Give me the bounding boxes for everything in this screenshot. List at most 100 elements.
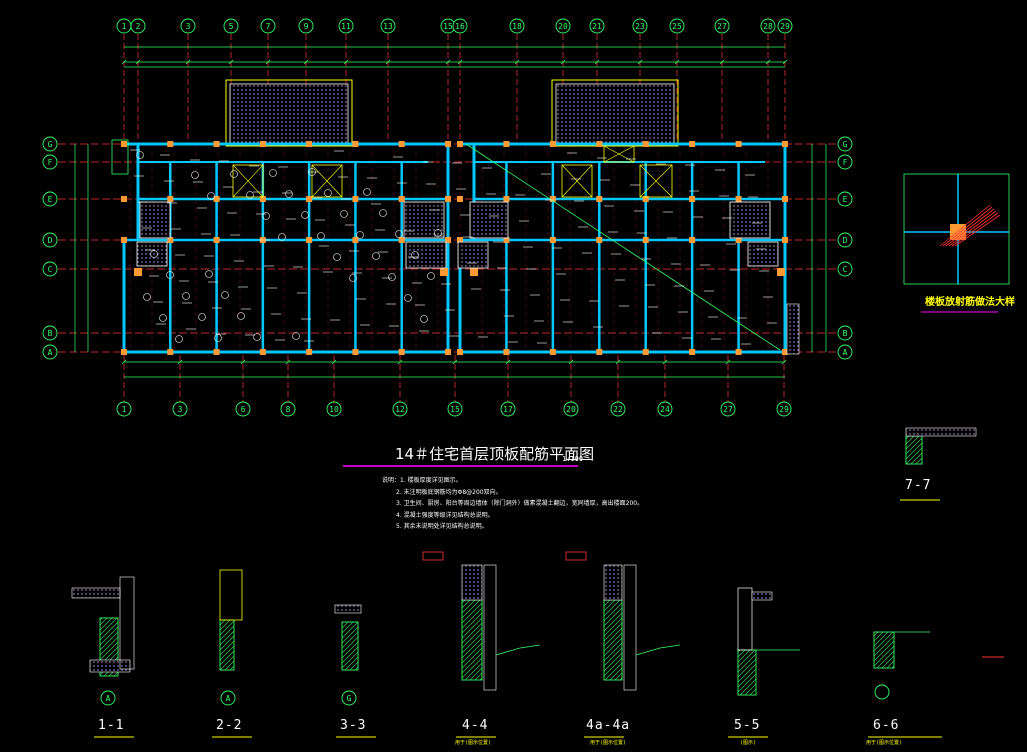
column <box>121 196 127 202</box>
shaft <box>311 164 343 198</box>
axis-bubble-top: 1 <box>122 22 127 31</box>
note-line: 4. 混凝土强度等级详见结构总说明。 <box>396 511 494 519</box>
slab-tag <box>349 274 357 282</box>
section-label: 6-6 <box>873 718 900 733</box>
axis-bubble-left: E <box>48 195 53 204</box>
column <box>352 196 359 202</box>
section-axis-bubble-circle <box>220 690 236 706</box>
dimension-tick <box>397 359 403 365</box>
axis-bubble-bottom: 20 <box>566 405 576 414</box>
axis-bubble-top-circle <box>380 18 396 34</box>
column <box>457 196 463 202</box>
column <box>167 196 174 202</box>
slab-tag <box>237 312 245 320</box>
section-slab <box>334 604 362 614</box>
axis-bubble-bottom: 22 <box>613 405 623 414</box>
column <box>503 141 510 147</box>
axis-bubble-right-circle <box>837 154 853 170</box>
shaft <box>561 164 593 198</box>
detail-rebar <box>948 210 997 247</box>
dimension-tick <box>782 59 788 65</box>
axis-bubble-left: D <box>48 236 53 245</box>
slab-tag <box>246 191 254 199</box>
axis-bubble-left-circle <box>42 136 58 152</box>
axis-bubble-right-circle <box>837 344 853 360</box>
dimension-tick <box>719 59 725 65</box>
column <box>782 196 788 202</box>
column <box>398 349 405 355</box>
dimension-tick <box>765 59 771 65</box>
axis-bubble-bottom-circle <box>172 401 188 417</box>
slab-tag <box>395 230 403 238</box>
column <box>689 141 696 147</box>
column <box>596 196 603 202</box>
slab-tag <box>166 271 174 279</box>
axis-bubble-bottom-circle <box>392 401 408 417</box>
dimension-tick <box>725 359 731 365</box>
detail-rebar <box>945 208 995 247</box>
section-slab <box>905 427 977 437</box>
detail-frame <box>903 173 1010 285</box>
axis-bubble-left-circle <box>42 261 58 277</box>
axis-bubble-left-circle <box>42 344 58 360</box>
note-line: 5. 其余未说明处详见结构总说明。 <box>396 523 488 530</box>
axis-bubble-bottom-circle <box>447 401 463 417</box>
column <box>398 196 405 202</box>
slab-tag <box>150 250 158 258</box>
column <box>596 237 603 243</box>
axis-bubble-top-circle <box>760 18 776 34</box>
shaft-cross <box>232 164 264 198</box>
slab-tag <box>262 212 270 220</box>
floor-plan <box>111 79 800 467</box>
dimension-tick <box>457 59 463 65</box>
column <box>457 141 463 147</box>
column <box>213 237 220 243</box>
slab-tag <box>340 210 348 218</box>
detail-rebar <box>939 204 991 247</box>
column <box>445 237 451 243</box>
slab-tag <box>404 294 412 302</box>
shaft <box>603 145 635 163</box>
axis-bubble-top: 21 <box>592 22 602 31</box>
slab-tag <box>175 335 183 343</box>
column <box>352 349 359 355</box>
edge-detail <box>111 139 129 175</box>
section-slab <box>89 659 131 673</box>
axis-bubble-top: 27 <box>717 22 727 31</box>
hatched-slab <box>457 241 489 269</box>
axis-bubble-top-circle <box>632 18 648 34</box>
axis-bubble-bottom-circle <box>776 401 792 417</box>
dimension-tick <box>637 59 643 65</box>
detail-title: 楼板放射筋做法大样 <box>925 297 1015 308</box>
dimension-tick <box>452 359 458 365</box>
column <box>457 349 463 355</box>
section-label: 4a-4a <box>586 718 631 733</box>
column <box>735 237 742 243</box>
axis-bubble-top-circle <box>338 18 354 34</box>
column <box>549 237 556 243</box>
section-axis-bubble: G <box>347 694 352 703</box>
axis-bubble-top: 5 <box>229 22 234 31</box>
axis-bubble-right: B <box>843 329 848 338</box>
axis-bubble-bottom: 1 <box>122 405 127 414</box>
axis-bubble-left: G <box>48 140 53 149</box>
dimension-tick <box>560 59 566 65</box>
axis-bubble-left: F <box>48 158 53 167</box>
column <box>445 349 451 355</box>
axis-bubble-top-circle <box>589 18 605 34</box>
column <box>306 349 313 355</box>
axis-bubble-top: 9 <box>304 22 309 31</box>
axis-bubble-top-circle <box>260 18 276 34</box>
column <box>549 349 556 355</box>
dimension-tick <box>594 59 600 65</box>
axis-bubble-right: C <box>843 265 848 274</box>
hatched-slab <box>555 83 675 145</box>
axis-bubble-right-circle <box>837 232 853 248</box>
axis-bubble-bottom: 17 <box>503 405 513 414</box>
slab-tag <box>207 192 215 200</box>
axis-bubble-bottom: 15 <box>450 405 460 414</box>
column <box>213 196 220 202</box>
slab-tag <box>411 251 419 259</box>
column <box>782 349 788 355</box>
